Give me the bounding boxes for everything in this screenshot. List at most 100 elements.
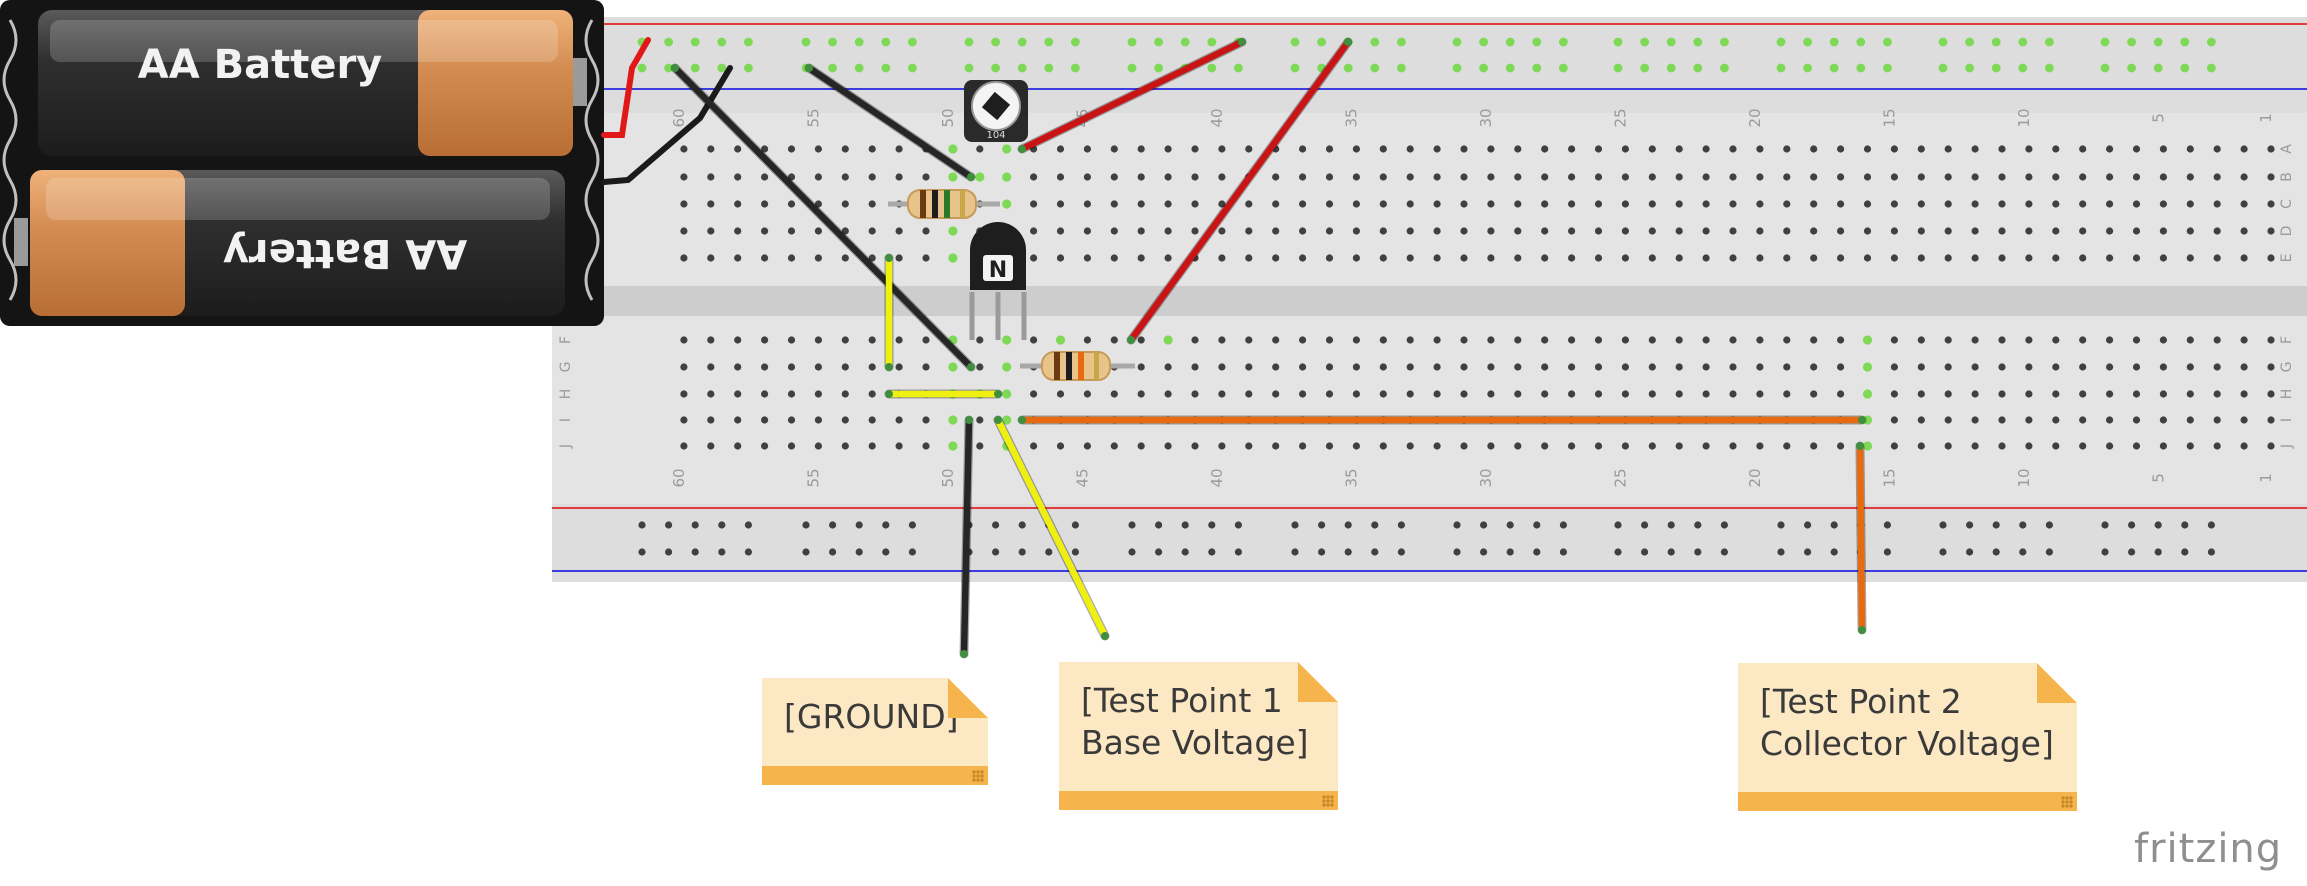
rail-hole [855, 521, 863, 529]
hole-J18 [1810, 442, 1818, 450]
hole-G21 [1729, 363, 1737, 371]
hole-H11 [1998, 390, 2006, 398]
hole-H9 [2052, 390, 2060, 398]
battery-bottom-shine [46, 178, 550, 220]
hole-A40 [1218, 145, 1226, 153]
rail-hole [2180, 63, 2190, 73]
rail-hole [1803, 37, 1812, 47]
hole-I4 [2186, 416, 2194, 424]
hole-C19 [1783, 200, 1791, 208]
hole-G38 [1272, 363, 1280, 371]
hole-F45 [1083, 336, 1091, 344]
rail-hole [1234, 548, 1242, 556]
hole-F42 [1163, 335, 1173, 345]
rail-hole [1371, 548, 1379, 556]
rail-hole [854, 37, 864, 47]
hole-A10 [2025, 145, 2033, 153]
hole-C56 [787, 200, 796, 208]
rail-hole [1614, 548, 1622, 556]
hole-A34 [1379, 145, 1387, 153]
rail-hole [2044, 63, 2054, 73]
hole-C53 [868, 200, 876, 208]
row-label: E [2279, 254, 2295, 263]
hole-E1 [2267, 254, 2275, 262]
hole-F7 [2106, 336, 2114, 344]
rail-hole [691, 521, 699, 529]
battery-top-label: AA Battery [138, 42, 383, 88]
rail-hole [1640, 63, 1649, 73]
transistor-mark: N [989, 258, 1007, 283]
note-tp2-resize-grip [2061, 796, 2073, 808]
battery-red-lead [601, 37, 651, 138]
hole-B16 [1863, 173, 1872, 181]
rail-hole [1370, 37, 1380, 47]
hole-G40 [1218, 363, 1226, 371]
breadboard: 6060555550504545404035353030252520201515… [552, 17, 2307, 582]
wire-orange-tp2 [1856, 442, 1866, 634]
rail-hole [1693, 37, 1703, 47]
hole-A27 [1568, 145, 1576, 153]
resistor-r1 [888, 189, 1000, 219]
hole-E40 [1218, 254, 1226, 262]
hole-F41 [1191, 336, 1199, 344]
rail-hole [908, 521, 917, 529]
hole-E33 [1406, 254, 1414, 262]
rail-hole [1290, 63, 1300, 73]
battery-black-lead [601, 65, 733, 185]
hole-F37 [1299, 336, 1307, 344]
hole-H57 [761, 390, 769, 398]
hole-H3 [2213, 390, 2221, 398]
hole-C54 [841, 200, 849, 208]
bottom-power-rail-strip [552, 504, 2307, 582]
wire-black-top-end [967, 173, 975, 181]
wire-yellow-horizontal-end [885, 390, 893, 398]
rail-hole [1480, 521, 1488, 529]
hole-D59 [707, 227, 715, 235]
hole-H23 [1675, 390, 1683, 398]
hole-E21 [1729, 254, 1737, 262]
hole-E15 [1890, 254, 1898, 262]
hole-B15 [1890, 173, 1898, 181]
rail-hole [638, 521, 646, 529]
hole-B9 [2052, 173, 2060, 181]
hole-G57 [761, 363, 769, 371]
hole-E45 [1083, 254, 1091, 262]
column-label: 5 [2149, 113, 2167, 123]
hole-J22 [1702, 442, 1710, 450]
hole-C21 [1729, 200, 1737, 208]
wire-black-ground [960, 416, 973, 658]
hole-H58 [734, 390, 742, 398]
rail-hole [1614, 521, 1622, 529]
hole-C59 [707, 200, 715, 208]
wire-yellow-vertical-end [885, 363, 893, 371]
hole-J6 [2132, 442, 2141, 450]
hole-C30 [1487, 200, 1495, 208]
hole-H37 [1299, 390, 1307, 398]
hole-I3 [2213, 416, 2221, 424]
rail-hole [2128, 521, 2136, 529]
hole-B13 [1944, 173, 1952, 181]
rail-hole [718, 521, 726, 529]
hole-G11 [1998, 363, 2006, 371]
note-tp1-fold [1298, 662, 1338, 702]
rail-hole [1966, 521, 1974, 529]
hole-G54 [841, 363, 849, 371]
hole-I14 [1917, 416, 1925, 424]
hole-G24 [1648, 363, 1656, 371]
hole-A16 [1863, 145, 1872, 153]
row-label: F [2279, 336, 2295, 344]
rail-hole [1532, 63, 1542, 73]
rail-hole [1344, 548, 1352, 556]
hole-C1 [2267, 200, 2275, 208]
rail-hole [664, 63, 673, 73]
hole-D37 [1299, 227, 1307, 235]
hole-B26 [1594, 173, 1603, 181]
hole-D43 [1137, 227, 1145, 235]
hole-D25 [1621, 227, 1629, 235]
hole-E18 [1810, 254, 1818, 262]
hole-A31 [1460, 145, 1468, 153]
hole-C2 [2240, 200, 2248, 208]
rail-hole [881, 63, 891, 73]
hole-E54 [841, 254, 849, 262]
column-labels: 6060555550504545404035353030252520201515… [670, 108, 2275, 487]
